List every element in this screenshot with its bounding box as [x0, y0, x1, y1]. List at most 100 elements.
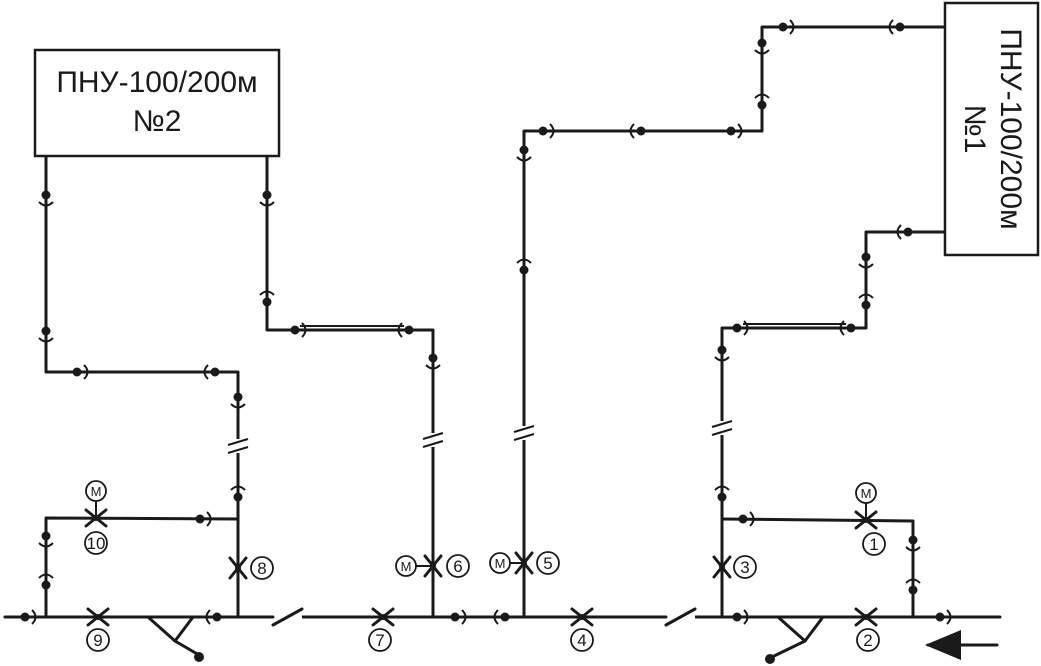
valve-2[interactable]: 2: [854, 607, 880, 652]
pipe-joint: [203, 364, 220, 380]
unit-1-box: [943, 1, 1040, 257]
pipe-joint: [754, 93, 770, 110]
pipe-joint: [230, 392, 246, 409]
unit-2-name: ПНУ-100/200м: [56, 66, 257, 99]
pipe-joint: [20, 609, 37, 625]
motor-actuator: М: [855, 482, 877, 504]
pipe-joint: [205, 609, 222, 625]
valve-number: 4: [570, 628, 594, 652]
motor-actuator: М: [395, 555, 417, 577]
valve-number-text: 8: [257, 559, 266, 578]
pipe-joint: [732, 320, 749, 336]
pipe-break: [227, 438, 249, 454]
drain-branches: [146, 615, 825, 664]
valve-stem: [235, 565, 241, 571]
pipe-joint: [397, 322, 414, 338]
drain-right: [765, 615, 825, 664]
pipe-joint: [72, 364, 89, 380]
pipe-joint: [38, 573, 54, 590]
pipe-joint: [259, 290, 275, 307]
valve-number: 2: [856, 628, 880, 652]
valve-number: 8: [250, 556, 274, 580]
pipe-joint: [230, 485, 246, 502]
pipe-joint: [732, 609, 749, 625]
pipe-joint: [905, 578, 921, 595]
valve-stem: [380, 614, 386, 620]
unit1-return-pipe: [720, 230, 946, 619]
valve-number-text: 6: [453, 557, 462, 576]
check-valve-left: [266, 607, 304, 627]
pipe-joint: [858, 252, 874, 269]
pipe-joint: [38, 190, 54, 207]
pipe-break: [711, 420, 733, 436]
unit-1: ПНУ-100/200м №1: [943, 1, 1040, 257]
motor-actuator: М: [85, 480, 107, 502]
unit-2-box: [33, 48, 281, 158]
motor-label: М: [861, 486, 872, 501]
valve-stem: [95, 614, 101, 620]
valve-4[interactable]: 4: [570, 607, 594, 652]
valve-number: 1: [862, 532, 886, 556]
valve-number-text: 1: [869, 535, 878, 554]
pipe-joint: [195, 511, 212, 527]
motor-label: М: [91, 484, 102, 499]
valve-number-text: 3: [740, 558, 749, 577]
valve-number: 7: [368, 628, 392, 652]
pipe-joint: [290, 322, 307, 338]
pipe-joint: [516, 258, 532, 275]
pipe-joint: [714, 345, 730, 362]
valve-number: 10: [84, 531, 108, 555]
check-valve-right: [659, 607, 697, 627]
unit2-outlet-pipe: [44, 155, 240, 619]
valve-number: 9: [86, 628, 110, 652]
pipe-joint: [493, 609, 510, 625]
valve-number-text: 4: [577, 631, 586, 650]
pipe-fittings: [20, 19, 952, 625]
pipe-joint: [754, 38, 770, 55]
pipe-joint: [858, 293, 874, 310]
pipe-breaks: [227, 420, 733, 454]
pipe-joint: [38, 531, 54, 548]
valve-7[interactable]: 7: [368, 607, 395, 652]
valve-number-text: 2: [863, 631, 872, 650]
valve-number-text: 9: [93, 631, 102, 650]
valve-3[interactable]: 3: [712, 555, 757, 579]
pipe-joint: [38, 326, 54, 343]
motor-label: М: [401, 559, 412, 574]
pipe-joint: [538, 123, 555, 139]
motor-label: М: [495, 556, 506, 571]
pipe-joint: [259, 190, 275, 207]
pipe-joint: [905, 535, 921, 552]
check-valves: [266, 607, 697, 627]
pipe-joint: [629, 123, 646, 139]
valve-number: 5: [536, 551, 560, 575]
pipe-joint: [425, 353, 441, 370]
unit-2-number: №2: [133, 105, 182, 138]
pipe-joint: [726, 123, 743, 139]
unit-1-name: ПНУ-100/200м: [994, 28, 1027, 229]
pipe-joint: [896, 224, 913, 240]
pipe-break: [422, 432, 444, 448]
pipe-joint: [738, 511, 755, 527]
bypass-pipe-right: [720, 517, 915, 619]
bypass-pipe-left: [44, 516, 240, 619]
valve-number-text: 10: [87, 534, 106, 553]
pipe-joint: [516, 145, 532, 162]
drain-left: [146, 615, 204, 662]
unit-2: ПНУ-100/200м №2: [33, 48, 281, 158]
pipe-joint: [888, 19, 905, 35]
valve-8[interactable]: 8: [228, 556, 274, 580]
pipe-joint: [839, 320, 856, 336]
valve-1[interactable]: М1: [854, 482, 886, 556]
valve-10[interactable]: М 10: [84, 480, 108, 555]
pipe-joint: [778, 19, 795, 35]
valve-stem: [579, 614, 585, 620]
valve-number-text: 5: [543, 554, 552, 573]
valve-number: 3: [733, 555, 757, 579]
valve-stem: [863, 614, 869, 620]
valve-9[interactable]: 9: [86, 607, 110, 652]
